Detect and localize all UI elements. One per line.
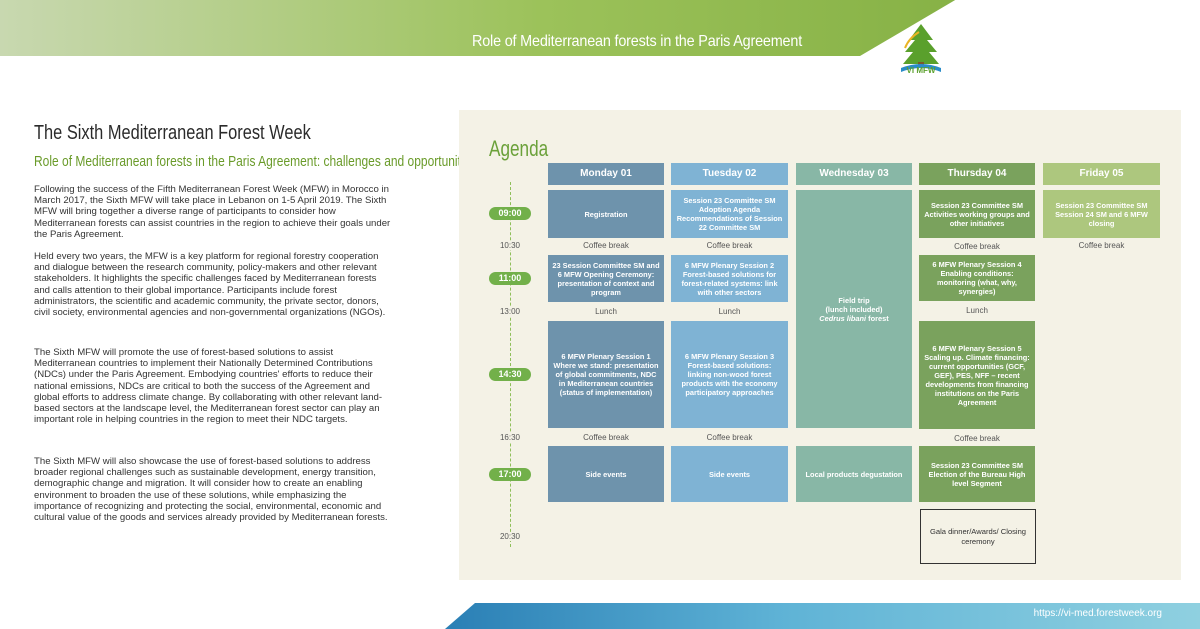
time-label-2030: 20:30 bbox=[492, 532, 528, 541]
page-title: The Sixth Mediterranean Forest Week bbox=[34, 122, 311, 144]
time-pill-0900: 09:00 bbox=[489, 207, 531, 220]
time-label-1300: 13:00 bbox=[492, 307, 528, 316]
tuesday-coffee-break-1: Coffee break bbox=[706, 241, 753, 250]
monday-lunch: Lunch bbox=[595, 307, 617, 316]
field-trip-species: Cedrus libani bbox=[819, 313, 867, 323]
thursday-plenary-session-4: 6 MFW Plenary Session 4 Enabling conditi… bbox=[919, 255, 1035, 301]
footer-bar bbox=[445, 603, 1200, 629]
agenda-title: Agenda bbox=[489, 136, 549, 161]
time-pill-1100: 11:00 bbox=[489, 272, 531, 285]
thursday-coffee-break-2: Coffee break bbox=[954, 434, 1000, 443]
wednesday-field-trip: Field trip (lunch included) Cedrus liban… bbox=[796, 190, 912, 428]
thursday-coffee-break-1: Coffee break bbox=[954, 242, 1000, 251]
day-monday: Monday 01 bbox=[548, 163, 664, 185]
header-title: Role of Mediterranean forests in the Par… bbox=[472, 33, 803, 50]
time-label-1630: 16:30 bbox=[492, 433, 528, 442]
paragraph-4: The Sixth MFW will also showcase the use… bbox=[34, 456, 388, 524]
paragraph-3: The Sixth MFW will promote the use of fo… bbox=[34, 347, 383, 426]
wednesday-local-products: Local products degustation bbox=[796, 446, 912, 502]
agenda-timeline bbox=[510, 182, 511, 547]
paragraph-1: Following the success of the Fifth Medit… bbox=[34, 184, 391, 240]
footer-url-link[interactable]: https://vi-med.forestweek.org bbox=[1033, 608, 1162, 619]
tuesday-plenary-session-3: 6 MFW Plenary Session 3 Forest-based sol… bbox=[671, 321, 788, 428]
day-wednesday: Wednesday 03 bbox=[796, 163, 912, 185]
tuesday-plenary-session-2: 6 MFW Plenary Session 2 Forest-based sol… bbox=[671, 255, 788, 302]
day-friday: Friday 05 bbox=[1043, 163, 1160, 185]
header-bar bbox=[0, 0, 1200, 56]
field-trip-lunch: (lunch included) bbox=[825, 304, 883, 314]
page-subtitle: Role of Mediterranean forests in the Par… bbox=[34, 153, 477, 170]
field-trip-label: Field trip bbox=[838, 295, 870, 305]
thursday-bureau-election: Session 23 Committee SM Election of the … bbox=[919, 446, 1035, 502]
friday-closing-session: Session 23 Committee SM Session 24 SM an… bbox=[1043, 190, 1160, 238]
field-trip-forest-word: forest bbox=[866, 313, 889, 323]
thursday-lunch: Lunch bbox=[966, 306, 988, 315]
monday-side-events: Side events bbox=[548, 446, 664, 502]
field-trip-forest: Cedrus libani forest bbox=[819, 314, 888, 323]
monday-opening-session: 23 Session Committee SM and 6 MFW Openin… bbox=[548, 255, 664, 302]
day-thursday: Thursday 04 bbox=[919, 163, 1035, 185]
time-pill-1700: 17:00 bbox=[489, 468, 531, 481]
monday-coffee-break-2: Coffee break bbox=[583, 433, 629, 442]
paragraph-2: Held every two years, the MFW is a key p… bbox=[34, 251, 386, 319]
monday-registration: Registration bbox=[548, 190, 664, 238]
thursday-plenary-session-5: 6 MFW Plenary Session 5 Scaling up. Clim… bbox=[919, 321, 1035, 429]
mfw-logo-icon bbox=[901, 24, 941, 72]
tuesday-committee-session: Session 23 Committee SM Adoption Agenda … bbox=[671, 190, 788, 238]
monday-plenary-session-1: 6 MFW Plenary Session 1 Where we stand: … bbox=[548, 321, 664, 428]
monday-coffee-break-1: Coffee break bbox=[583, 241, 629, 250]
time-label-1030: 10:30 bbox=[492, 241, 528, 250]
tuesday-side-events: Side events bbox=[671, 446, 788, 502]
thursday-committee-session: Session 23 Committee SM Activities worki… bbox=[919, 190, 1035, 238]
tuesday-lunch: Lunch bbox=[718, 307, 741, 316]
tuesday-coffee-break-2: Coffee break bbox=[706, 433, 753, 442]
thursday-gala-dinner: Gala dinner/Awards/ Closing ceremony bbox=[920, 509, 1036, 564]
friday-coffee-break: Coffee break bbox=[1078, 241, 1125, 250]
logo-text: VI MFW bbox=[906, 66, 936, 75]
time-pill-1430: 14:30 bbox=[489, 368, 531, 381]
day-tuesday: Tuesday 02 bbox=[671, 163, 788, 185]
